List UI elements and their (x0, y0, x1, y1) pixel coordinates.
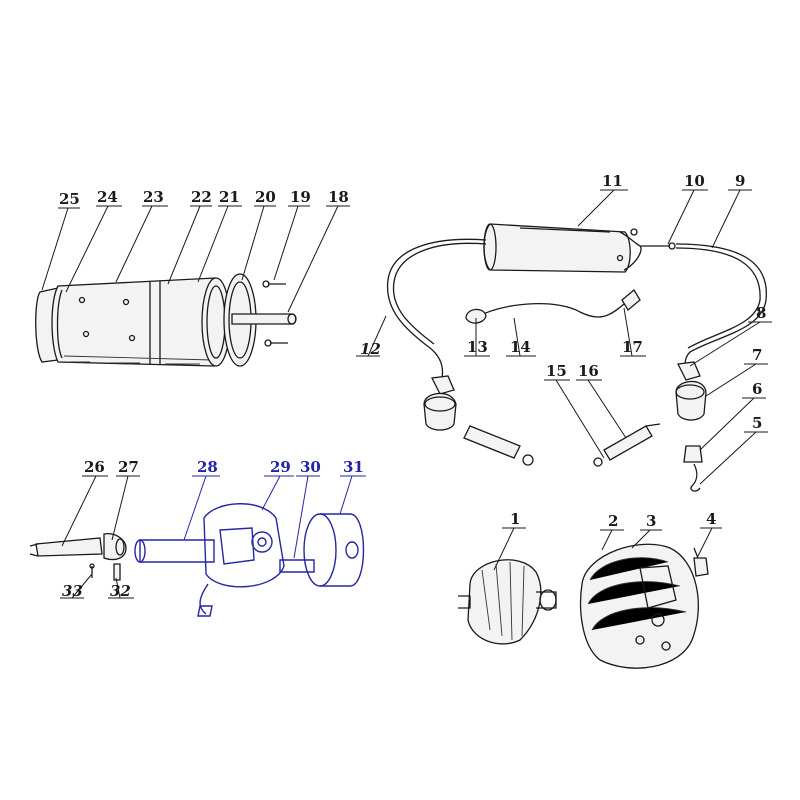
label-7: 7 (752, 346, 762, 364)
highlighted-distributor (134, 503, 365, 617)
label-3: 3 (646, 512, 656, 530)
label-13: 13 (467, 338, 488, 356)
label-4: 4 (706, 510, 716, 528)
label-33: 33 (62, 582, 83, 600)
label-28: 28 (197, 458, 218, 476)
label-14: 14 (510, 338, 531, 356)
label-11: 11 (602, 172, 623, 190)
label-23: 23 (143, 188, 164, 206)
label-16: 16 (578, 362, 599, 380)
label-5: 5 (752, 414, 762, 432)
label-22: 22 (191, 188, 212, 206)
label-1: 1 (510, 510, 520, 528)
alternator-parts (458, 543, 709, 669)
label-21: 21 (219, 188, 240, 206)
label-31: 31 (343, 458, 364, 476)
label-2: 2 (608, 512, 618, 530)
label-24: 24 (97, 188, 118, 206)
label-9: 9 (735, 172, 745, 190)
label-8: 8 (756, 304, 766, 322)
ignition-coil-assembly (386, 223, 767, 492)
generator-assembly (35, 273, 297, 367)
highlighted-leader-lines (183, 475, 366, 559)
label-27: 27 (118, 458, 139, 476)
highlighted-part-labels: 28 29 30 31 (197, 458, 364, 476)
label-29: 29 (270, 458, 291, 476)
label-17: 17 (622, 338, 643, 356)
label-15: 15 (546, 362, 567, 380)
label-6: 6 (752, 380, 762, 398)
label-10: 10 (684, 172, 705, 190)
label-18: 18 (328, 188, 349, 206)
distributor-parts (29, 533, 127, 581)
part-labels: 25 24 23 22 21 20 19 18 11 10 9 12 13 14… (59, 172, 766, 600)
label-25: 25 (59, 190, 80, 208)
label-12: 12 (360, 340, 381, 358)
label-19: 19 (290, 188, 311, 206)
label-20: 20 (255, 188, 276, 206)
label-26: 26 (84, 458, 105, 476)
label-30: 30 (300, 458, 321, 476)
label-32: 32 (110, 582, 131, 600)
leader-lines (41, 189, 772, 599)
